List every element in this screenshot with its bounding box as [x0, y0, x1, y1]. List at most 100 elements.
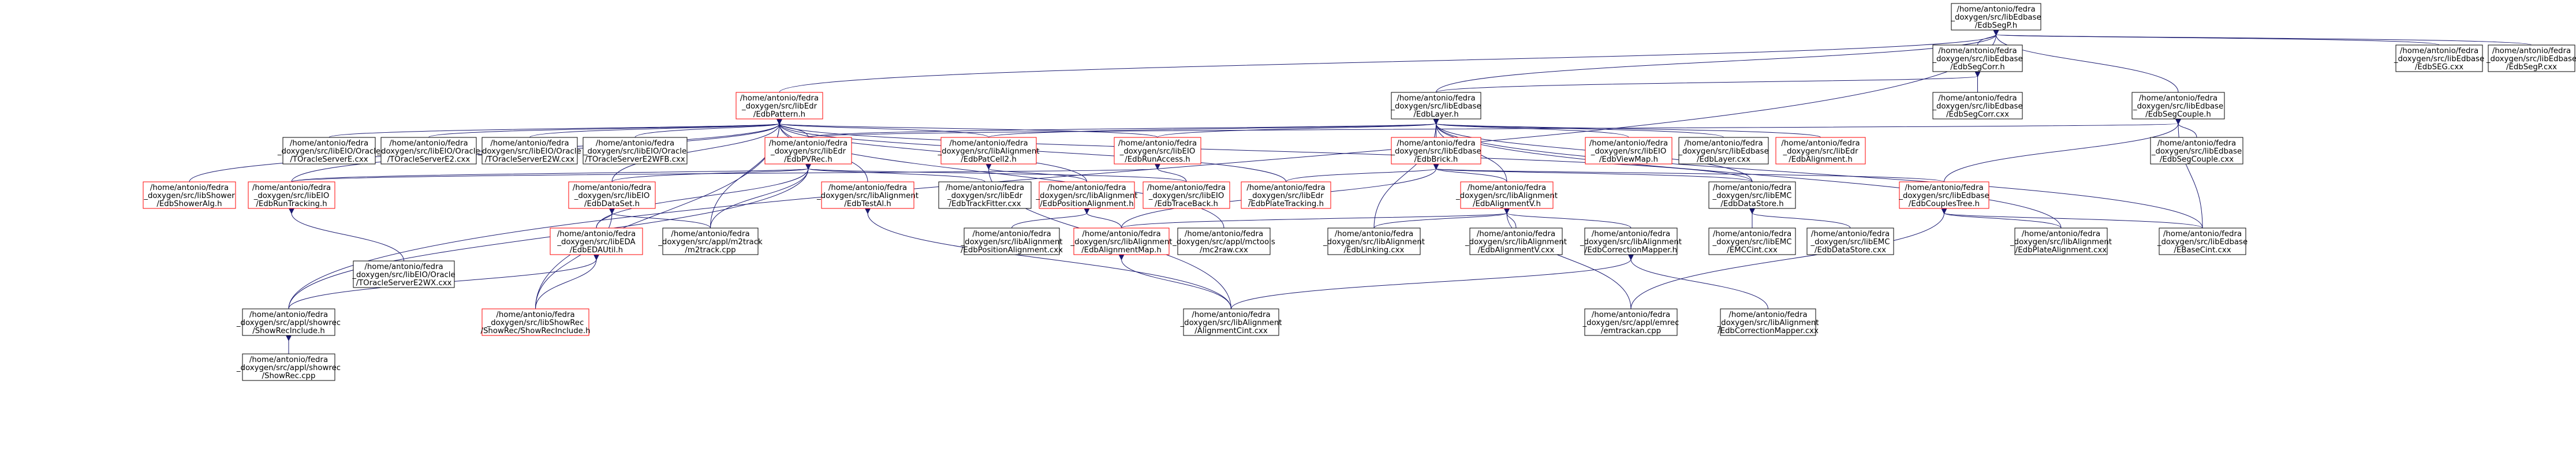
file-node-label-line: /EdbCouplesTree.h	[1909, 200, 1980, 208]
file-node-label-line: /home/antonio/fedra	[1047, 184, 1126, 192]
file-node-platetracking-h[interactable]: /home/antonio/fedra_doxygen/src/libEdr/E…	[1241, 181, 1331, 209]
file-node-label-line: _doxygen/src/libEdbase	[1390, 147, 1481, 156]
include-edge	[611, 169, 808, 182]
file-node-aligncint[interactable]: /home/antonio/fedra_doxygen/src/libAlign…	[1180, 308, 1282, 336]
file-node-label-line: _doxygen/src/libAlignment	[1455, 192, 1558, 200]
include-edge	[288, 169, 808, 309]
file-node-m2track[interactable]: /home/antonio/fedra_doxygen/src/appl/m2t…	[658, 227, 763, 255]
file-node-basecint[interactable]: /home/antonio/fedra_doxygen/src/libEdbas…	[2157, 227, 2248, 255]
include-edge	[1087, 213, 1122, 229]
file-node-mc2raw[interactable]: /home/antonio/fedra_doxygen/src/appl/mct…	[1172, 227, 1275, 255]
file-node-label-line: /EdbLinking.cxx	[1344, 246, 1405, 255]
file-node-oracle-e[interactable]: /home/antonio/fedra_doxygen/src/libEIO/O…	[277, 137, 380, 165]
include-edge	[1231, 259, 1632, 309]
file-node-edbseg-cxx[interactable]: /home/antonio/fedra_doxygen/src/libEdbas…	[2394, 44, 2484, 72]
file-node-showrec-cpp[interactable]: /home/antonio/fedra_doxygen/src/appl/sho…	[236, 353, 341, 381]
file-node-positionalign-cxx[interactable]: /home/antonio/fedra_doxygen/src/libAlign…	[961, 227, 1063, 255]
file-node-oracle-e2w[interactable]: /home/antonio/fedra_doxygen/src/libEIO/O…	[477, 137, 581, 165]
file-node-couplestree-h[interactable]: /home/antonio/fedra_doxygen/src/libEdbas…	[1898, 181, 1989, 209]
file-node-datastore-h[interactable]: /home/antonio/fedra_doxygen/src/libEMC/E…	[1708, 181, 1796, 209]
file-node-box	[1585, 137, 1672, 165]
file-node-alignmentv-h[interactable]: /home/antonio/fedra_doxygen/src/libAlign…	[1455, 181, 1558, 209]
file-node-segcorr-h[interactable]: /home/antonio/fedra_doxygen/src/libEdbas…	[1932, 44, 2023, 72]
file-node-showrec-inc[interactable]: /home/antonio/fedra_doxygen/src/libShowR…	[480, 308, 591, 336]
file-node-platealign[interactable]: /home/antonio/fedra_doxygen/src/libAlign…	[2010, 227, 2112, 255]
file-node-pvrec-h[interactable]: /home/antonio/fedra_doxygen/src/libEdr/E…	[764, 137, 852, 165]
file-node-datastore-cxx[interactable]: /home/antonio/fedra_doxygen/src/libEMC/E…	[1806, 227, 1894, 255]
file-node-label-line: /home/antonio/fedra	[1589, 139, 1668, 148]
file-node-edbautil-h[interactable]: /home/antonio/fedra_doxygen/src/libEDA/E…	[550, 227, 643, 255]
file-node-label-line: _doxygen/src/libAlignment	[816, 192, 919, 200]
file-node-edbpatcell2[interactable]: /home/antonio/fedra_doxygen/src/libAlign…	[938, 137, 1040, 165]
file-node-box	[764, 137, 852, 165]
file-node-box	[1143, 181, 1230, 209]
file-node-label-line: _doxygen/src/appl/emrec	[1582, 319, 1679, 327]
file-node-box	[583, 137, 688, 165]
file-node-brick-h[interactable]: /home/antonio/fedra_doxygen/src/libEdbas…	[1390, 137, 1481, 165]
file-node-emtrackan[interactable]: /home/antonio/fedra_doxygen/src/appl/emr…	[1582, 308, 1679, 336]
file-node-label-line: _doxygen/src/libEIO/Oracle	[277, 147, 380, 156]
file-node-alignmentv-cxx[interactable]: /home/antonio/fedra_doxygen/src/libAlign…	[1465, 227, 1567, 255]
file-node-segcouple-cxx[interactable]: /home/antonio/fedra_doxygen/src/libEdbas…	[2150, 137, 2243, 165]
file-node-label-line: /EdbAlignmentV.cxx	[1478, 246, 1555, 255]
file-node-oracle-e2wfb[interactable]: /home/antonio/fedra_doxygen/src/libEIO/O…	[583, 137, 688, 165]
file-node-alignmentmap-h[interactable]: /home/antonio/fedra_doxygen/src/libAlign…	[1070, 227, 1173, 255]
file-node-label-line: /AlignmentCint.cxx	[1194, 327, 1268, 335]
file-node-label-line: /home/antonio/fedra	[2163, 230, 2242, 238]
file-node-label-line: _doxygen/src/libEIO	[574, 192, 650, 200]
file-node-oracle-e2[interactable]: /home/antonio/fedra_doxygen/src/libEIO/O…	[376, 137, 480, 165]
file-node-segcorr-cxx[interactable]: /home/antonio/fedra_doxygen/src/libEdbas…	[1932, 92, 2023, 120]
include-edge	[535, 259, 597, 309]
file-node-label-line: /TOracleServerE2W.cxx	[485, 155, 574, 164]
file-node-label-line: /home/antonio/fedra	[740, 94, 819, 103]
file-node-edblinking[interactable]: /home/antonio/fedra_doxygen/src/libAlign…	[1323, 227, 1425, 255]
file-node-label-line: /EdbDataStore.h	[1720, 200, 1783, 208]
file-node-label-line: _doxygen/src/libAlignment	[1036, 192, 1138, 200]
file-node-runaccess-h[interactable]: /home/antonio/fedra_doxygen/src/libEIO/E…	[1114, 137, 1201, 165]
file-node-showrecinclude[interactable]: /home/antonio/fedra_doxygen/src/appl/sho…	[236, 308, 341, 336]
file-node-label-line: /EdbSegP.h	[1975, 21, 2017, 30]
file-node-edbalignment-h[interactable]: /home/antonio/fedra_doxygen/src/libEdr/E…	[1775, 137, 1866, 165]
file-node-root[interactable]: /home/antonio/fedra_doxygen/src/libEdbas…	[1950, 3, 2041, 31]
file-node-corrmapper-h[interactable]: /home/antonio/fedra_doxygen/src/libAlign…	[1580, 227, 1682, 255]
file-node-label-line: /EdbSegCorr.h	[1950, 63, 2004, 72]
file-node-label-line: _doxygen/src/libAlignment	[961, 238, 1063, 247]
file-node-box	[1932, 92, 2023, 120]
file-node-box	[938, 181, 1032, 209]
file-node-label-line: /home/antonio/fedra	[2400, 47, 2478, 55]
file-node-label-line: _doxygen/src/libEIO	[253, 192, 330, 200]
file-node-oracle-e2wx[interactable]: /home/antonio/fedra_doxygen/src/libEIO/O…	[352, 260, 456, 288]
file-node-dataset-h[interactable]: /home/antonio/fedra_doxygen/src/libEIO/E…	[568, 181, 656, 209]
file-node-showeralg-h[interactable]: /home/antonio/fedra_doxygen/src/libShowe…	[143, 181, 236, 209]
file-node-label-line: /home/antonio/fedra	[2022, 230, 2100, 238]
file-node-viewmap-h[interactable]: /home/antonio/fedra_doxygen/src/libEIO/E…	[1585, 137, 1672, 165]
file-node-label-line: /TOracleServerE2.cxx	[387, 155, 471, 164]
file-node-label-line: /home/antonio/fedra	[1938, 47, 2017, 55]
file-node-edbsegp-cxx[interactable]: /home/antonio/fedra_doxygen/src/libEdbas…	[2486, 44, 2576, 72]
file-node-segcouple-h[interactable]: /home/antonio/fedra_doxygen/src/libEdbas…	[2131, 92, 2225, 120]
file-node-testal-h[interactable]: /home/antonio/fedra_doxygen/src/libAlign…	[816, 181, 919, 209]
file-node-traceback-h[interactable]: /home/antonio/fedra_doxygen/src/libEIO/E…	[1143, 181, 1230, 209]
file-node-label-line: /ShowRec/ShowRecInclude.h	[480, 327, 590, 335]
file-node-emccint[interactable]: /home/antonio/fedra_doxygen/src/libEMC/E…	[1708, 227, 1796, 255]
file-node-positionalign-h[interactable]: /home/antonio/fedra_doxygen/src/libAlign…	[1036, 181, 1138, 209]
file-node-layer-h[interactable]: /home/antonio/fedra_doxygen/src/libEdbas…	[1390, 92, 1481, 120]
file-node-corrmapper-cxx[interactable]: /home/antonio/fedra_doxygen/src/libAlign…	[1717, 308, 1819, 336]
file-node-box	[242, 308, 335, 336]
file-node-layer-cxx[interactable]: /home/antonio/fedra_doxygen/src/libEdbas…	[1678, 137, 1769, 165]
file-node-label-line: /home/antonio/fedra	[573, 184, 651, 192]
file-node-runtracking-h[interactable]: /home/antonio/fedra_doxygen/src/libEIO/E…	[248, 181, 335, 209]
file-node-box	[1678, 137, 1769, 165]
file-node-box	[1114, 137, 1201, 165]
file-node-trackfitter[interactable]: /home/antonio/fedra_doxygen/src/libEdr/E…	[938, 181, 1032, 209]
include-edge	[988, 124, 1436, 138]
file-node-label-line: /ShowRecInclude.h	[252, 327, 325, 335]
edges-layer	[189, 35, 2532, 354]
file-node-label-line: /TOracleServerE.cxx	[290, 155, 368, 164]
file-node-box	[282, 137, 376, 165]
file-node-label-line: _doxygen/src/libEdr	[741, 102, 817, 111]
file-node-pattern-h[interactable]: /home/antonio/fedra_doxygen/src/libEdr/E…	[736, 92, 823, 120]
file-node-label-line: /EdbSEG.cxx	[2415, 63, 2463, 72]
include-edge	[1121, 213, 1507, 229]
file-node-label-line: /EdbPattern.h	[753, 110, 805, 119]
